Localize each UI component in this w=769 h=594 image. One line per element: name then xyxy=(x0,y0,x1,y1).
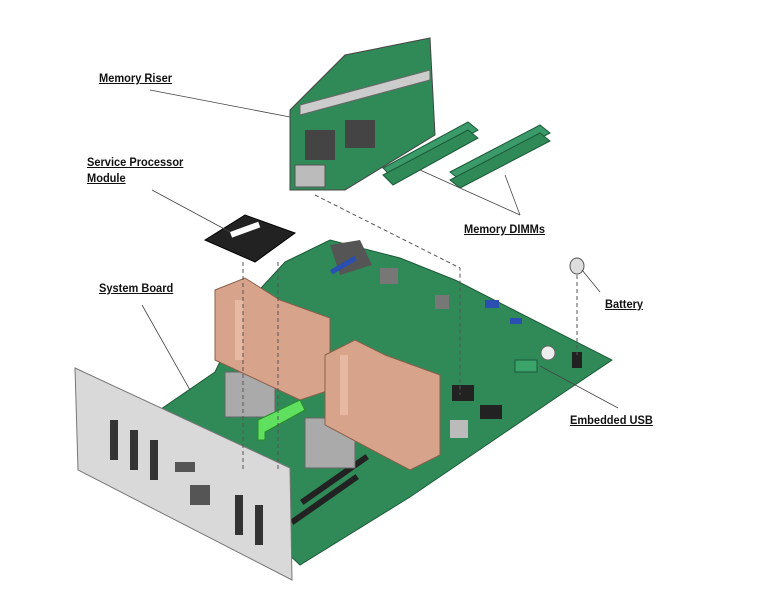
rear-bracket xyxy=(74,367,293,581)
memory-riser-label: Memory Riser xyxy=(99,71,173,85)
system-board-label: System Board xyxy=(99,281,174,295)
guide-lines xyxy=(242,194,578,470)
battery-label: Battery xyxy=(605,297,644,311)
battery xyxy=(569,257,585,275)
service-processor-label-line1: Service Processor xyxy=(87,155,184,169)
memory-dimms-label: Memory DIMMs xyxy=(464,222,545,236)
service-processor-label-line2: Module xyxy=(87,171,126,185)
memory-riser xyxy=(289,37,436,191)
service-processor-module xyxy=(203,214,297,263)
memory-dimms xyxy=(382,121,551,189)
embedded-usb-label: Embedded USB xyxy=(570,413,653,427)
leader-lines xyxy=(141,89,619,409)
heatsinks xyxy=(214,277,441,471)
